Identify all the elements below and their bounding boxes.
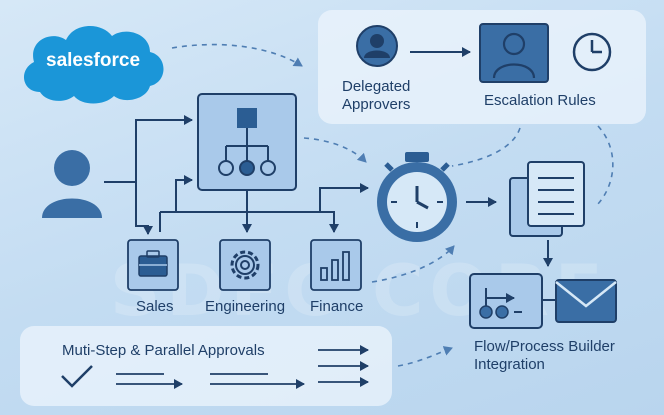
dashed-connector-cloud xyxy=(171,43,303,67)
connector-to-sales xyxy=(135,182,153,235)
escalation-user-icon xyxy=(479,23,549,83)
multi-step-approvals-label: Muti-Step & Parallel Approvals xyxy=(62,342,265,359)
flow-builder-icon xyxy=(469,273,543,329)
checkmark-icon xyxy=(61,365,93,388)
engineering-icon xyxy=(219,239,271,291)
stopwatch-icon xyxy=(377,152,457,242)
connector-up-to-hierarchy xyxy=(175,175,193,212)
delegated-line-1: Delegated xyxy=(342,78,411,95)
connector-finance-to-stopwatch xyxy=(319,183,369,212)
delegated-approver-icon xyxy=(356,25,398,67)
sales-label: Sales xyxy=(136,298,174,315)
user-icon xyxy=(42,150,102,218)
escalation-rules-label: Escalation Rules xyxy=(484,92,596,109)
dashed-connector-finance-stopwatch xyxy=(371,245,455,283)
salesforce-logo-text: salesforce xyxy=(46,50,141,71)
integration-line-1: Flow/Process Builder xyxy=(474,338,615,355)
salesforce-cloud-icon xyxy=(23,25,164,104)
dashed-connector-panel-right xyxy=(595,125,614,207)
connector-to-hierarchy-top xyxy=(135,115,193,182)
connector-dept-bus xyxy=(160,211,339,233)
org-hierarchy-icon xyxy=(197,93,297,191)
finance-label: Finance xyxy=(310,298,364,315)
dashed-connector-bottom-flow xyxy=(397,346,453,367)
document-icon xyxy=(509,161,585,237)
engineering-label: Engineering xyxy=(205,298,286,315)
envelope-icon xyxy=(555,279,617,323)
clock-icon xyxy=(572,32,612,72)
dashed-connector-hierarchy-stopwatch xyxy=(303,137,367,163)
finance-icon xyxy=(310,239,362,291)
integration-line-2: Integration xyxy=(474,356,545,373)
integration-label: Flow/Process Builder Integration xyxy=(474,338,644,374)
delegated-approvers-label: Delegated Approvers xyxy=(342,78,432,114)
delegated-line-2: Approvers xyxy=(342,96,411,113)
dashed-connector-panel-stopwatch xyxy=(451,127,521,167)
sales-icon xyxy=(127,239,179,291)
